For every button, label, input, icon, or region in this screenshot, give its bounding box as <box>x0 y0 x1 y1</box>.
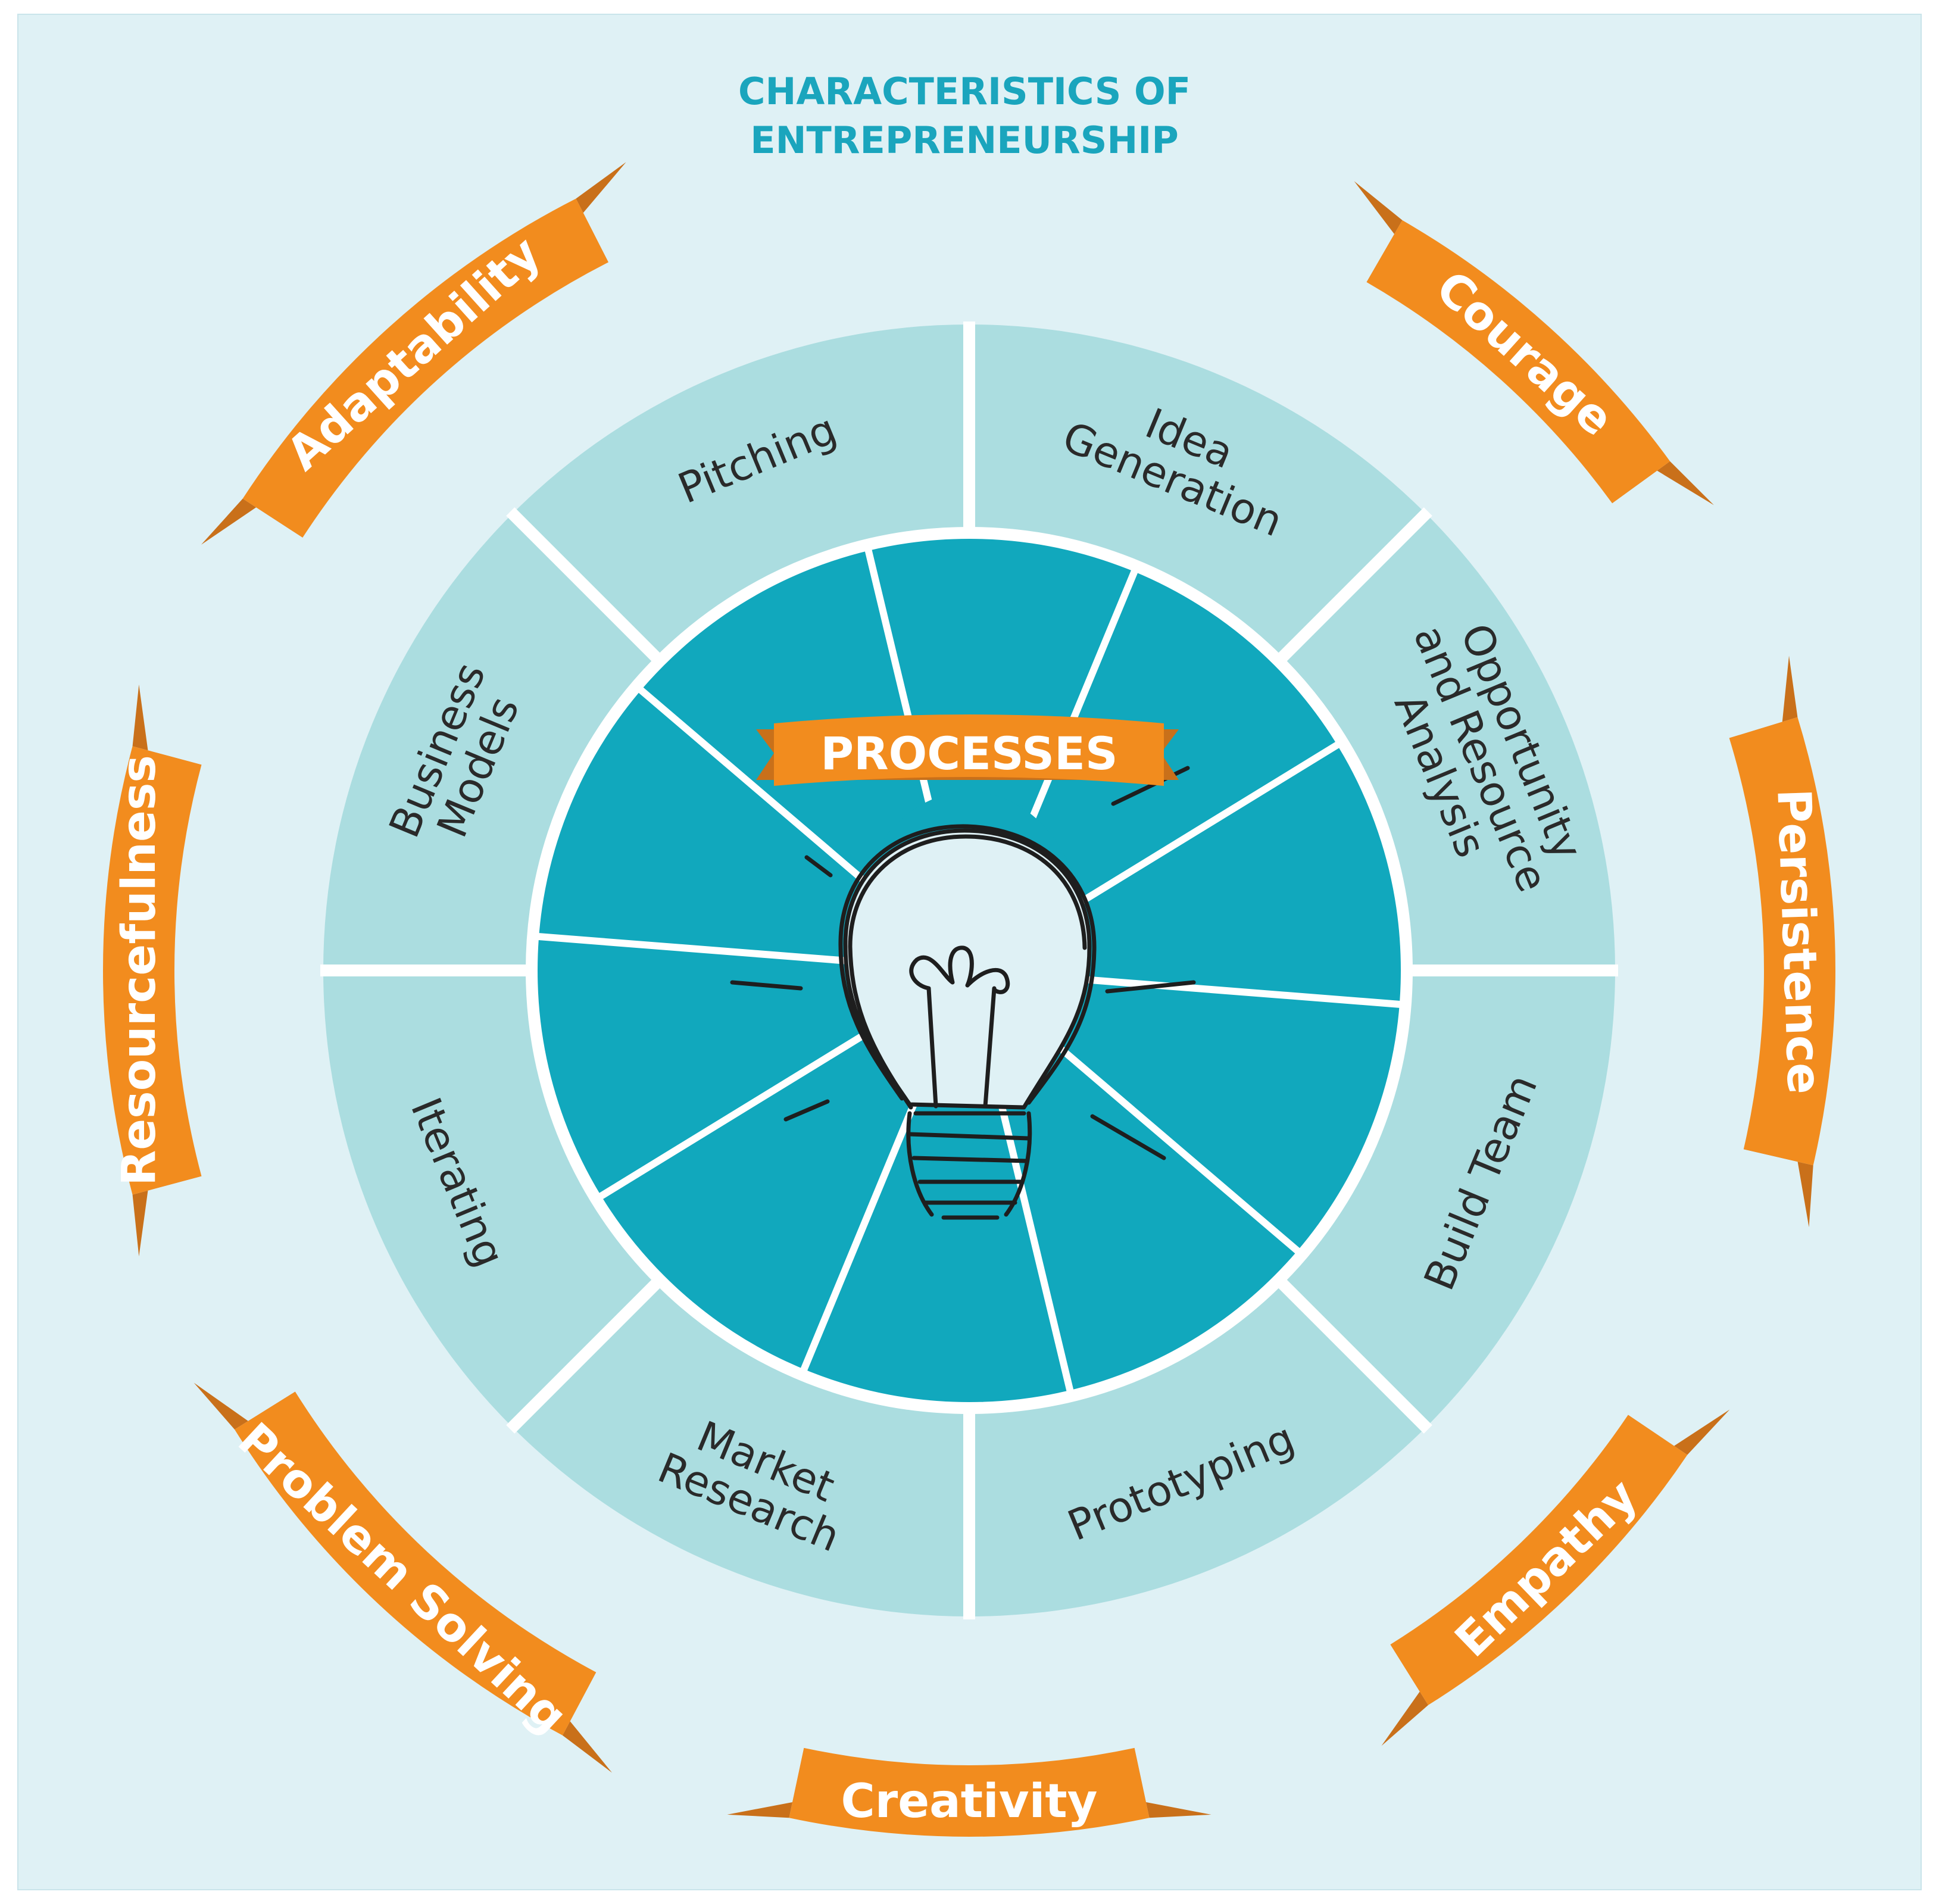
characteristic-banner: Persistence <box>1729 656 1835 1228</box>
processes-label: PROCESSES <box>820 727 1117 780</box>
outer-divider <box>506 507 664 666</box>
diagram-title-line-2: ENTREPRENEURSHIP <box>750 118 1179 162</box>
characteristic-label: Resourcefulness <box>113 755 166 1186</box>
outer-divider <box>506 1275 664 1434</box>
outer-divider <box>1274 1275 1432 1434</box>
processes-banner: PROCESSES <box>756 714 1179 786</box>
outer-divider <box>1274 507 1432 666</box>
characteristic-label: Creativity <box>841 1775 1098 1828</box>
characteristic-banner: Resourcefulness <box>102 684 202 1257</box>
lightbulb-icon <box>730 724 1196 1220</box>
diagram-title-line-1: CHARACTERISTICS OF <box>738 70 1191 113</box>
characteristic-label: Persistence <box>1766 788 1831 1095</box>
characteristic-banner: Creativity <box>727 1747 1212 1837</box>
